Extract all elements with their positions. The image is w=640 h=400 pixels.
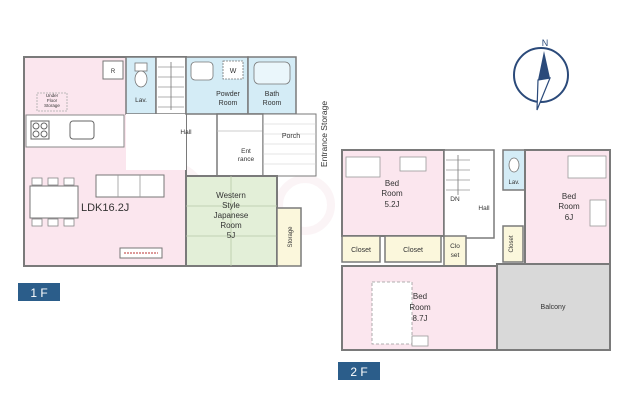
ldk-label: LDK16.2J bbox=[81, 202, 129, 214]
washer-icon bbox=[222, 60, 244, 80]
desk-1-icon bbox=[399, 156, 427, 172]
bed2-label-1: Bed bbox=[562, 192, 576, 201]
entrance-label-2: rance bbox=[238, 156, 255, 163]
hall-1f-label: Hall bbox=[180, 129, 192, 136]
powder-label-2: Room bbox=[219, 100, 238, 107]
toilet-icon bbox=[134, 62, 148, 72]
lav-2f-label: Lav. bbox=[509, 180, 520, 186]
closet-3 bbox=[443, 235, 467, 267]
jp-label-5: 5J bbox=[227, 231, 235, 240]
closet-2-label: Closet bbox=[403, 247, 423, 254]
dining-table bbox=[29, 185, 79, 219]
compass-needle-north bbox=[538, 51, 550, 80]
bed3-label-3: 8.7J bbox=[412, 314, 427, 323]
bed-1-icon bbox=[345, 156, 381, 178]
hall-1f bbox=[126, 114, 186, 170]
fridge-label: R bbox=[111, 69, 116, 75]
stairs-2f bbox=[443, 149, 495, 239]
floor-2-tag bbox=[338, 362, 380, 380]
underfloor-label-3: Storage bbox=[44, 103, 60, 108]
bed3-label-2: Room bbox=[409, 303, 431, 312]
closet-4-label: Closet bbox=[509, 235, 515, 252]
bath-label-2: Room bbox=[263, 100, 282, 107]
storage-1f bbox=[276, 207, 302, 267]
jp-label-1: Western bbox=[216, 191, 246, 200]
underfloor-storage bbox=[36, 92, 68, 112]
underfloor-label-2: Floor bbox=[47, 98, 58, 103]
bed-2-icon bbox=[567, 155, 607, 179]
underfloor-label-1: Under bbox=[46, 93, 59, 98]
compass-north-label: N bbox=[542, 38, 549, 48]
washbasin-icon bbox=[190, 61, 214, 81]
sofa bbox=[95, 174, 165, 198]
closet-3-label-1: Clo bbox=[450, 243, 460, 250]
bed-3-icon bbox=[371, 281, 413, 345]
jp-label-3: Japanese bbox=[214, 211, 249, 220]
closet-2 bbox=[384, 235, 442, 263]
closet-1-label: Closet bbox=[351, 247, 371, 254]
entrance-label-1: Ent bbox=[241, 148, 251, 155]
bed1-label-3: 5.2J bbox=[384, 200, 399, 209]
bed2-label-3: 6J bbox=[565, 213, 573, 222]
lav-1f-label: Lav. bbox=[135, 97, 147, 104]
porch-label: Porch bbox=[282, 133, 300, 140]
floor-2-plan: Bed Room 5.2J DN Hall Lav. Bed Room 6J C… bbox=[338, 149, 611, 380]
compass: N bbox=[513, 38, 569, 111]
hall-2f-label: Hall bbox=[478, 205, 490, 212]
bath-label-1: Bath bbox=[265, 91, 280, 98]
compass-needle-south bbox=[536, 77, 551, 111]
japanese-room bbox=[185, 175, 278, 267]
powder-label-1: Powder bbox=[216, 91, 240, 98]
entrance-storage-label: Entrance Storage bbox=[319, 101, 329, 167]
jp-label-4: Room bbox=[220, 221, 242, 230]
entrance bbox=[216, 113, 264, 177]
closet-4 bbox=[502, 225, 524, 263]
jp-label-2: Style bbox=[222, 201, 240, 210]
porch bbox=[262, 113, 317, 177]
washer-label: W bbox=[230, 68, 237, 75]
closet-3-label-2: set bbox=[451, 252, 460, 259]
floor-2-tag-text: 2 F bbox=[350, 365, 367, 379]
bathtub-icon bbox=[253, 61, 291, 85]
desk-3-icon bbox=[411, 335, 429, 347]
floor-1-plan: R Under Floor Storage LDK16.2J Lav. bbox=[18, 56, 329, 301]
desk-2-icon bbox=[589, 199, 607, 227]
fridge-icon bbox=[102, 60, 124, 80]
sink-icon bbox=[69, 120, 95, 140]
floor-1-tag-text: 1 F bbox=[30, 286, 47, 300]
bed1-label-1: Bed bbox=[385, 179, 399, 188]
storage-1f-label: Storage bbox=[288, 226, 294, 248]
bed2-label-2: Room bbox=[558, 202, 580, 211]
balcony-label: Balcony bbox=[541, 304, 566, 311]
bed1-label-2: Room bbox=[381, 189, 403, 198]
stove-icon bbox=[30, 120, 50, 140]
closet-1 bbox=[341, 235, 381, 263]
floor-1-tag bbox=[18, 283, 60, 301]
balcony bbox=[496, 263, 611, 351]
stairs-dn-label: DN bbox=[450, 196, 460, 203]
bed3-label-1: Bed bbox=[413, 292, 427, 301]
